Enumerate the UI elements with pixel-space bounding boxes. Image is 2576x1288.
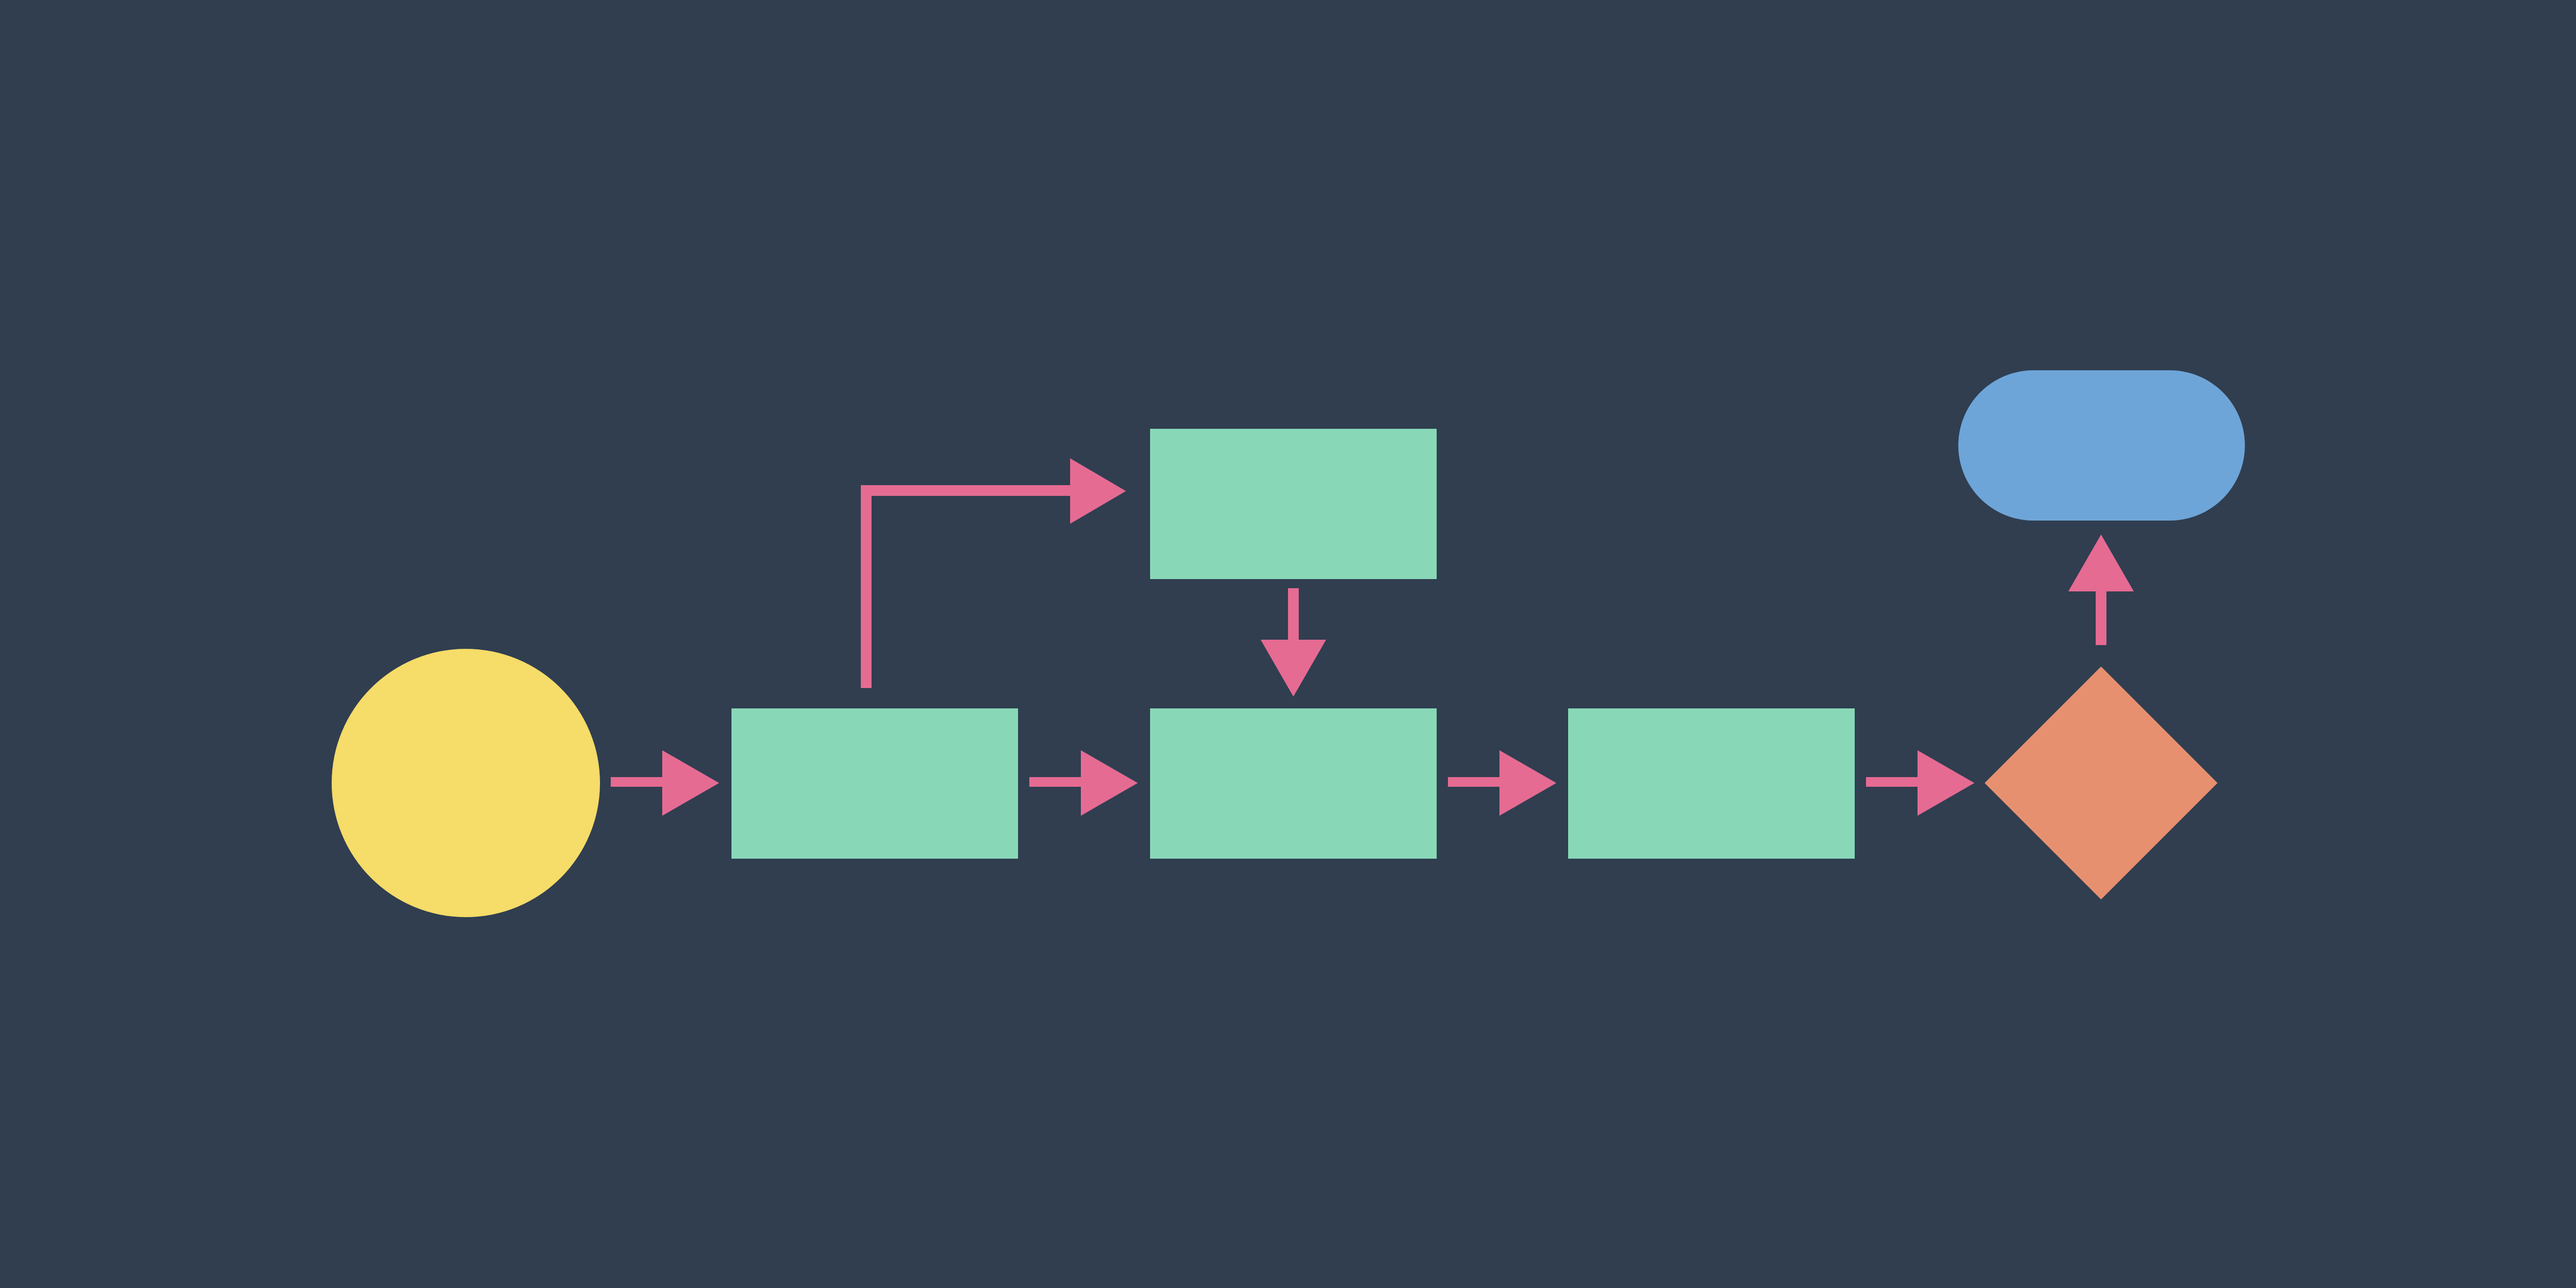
arrow-start-to-process-1	[611, 750, 719, 816]
process-node-2	[1150, 708, 1437, 859]
end-node	[1958, 370, 2245, 521]
arrow-process-3-to-decision	[1866, 750, 1974, 816]
arrow-process-1-to-process-2	[1029, 750, 1138, 816]
decision-node	[1985, 667, 2218, 899]
process-node-1	[731, 708, 1018, 859]
connectors	[611, 458, 2134, 816]
arrow-process-upper-to-process-2	[1261, 588, 1326, 697]
arrow-decision-to-end	[2068, 535, 2134, 645]
nodes	[332, 370, 2245, 917]
process-node-3	[1568, 708, 1855, 859]
arrow-process-2-to-process-3	[1448, 750, 1556, 816]
start-node	[332, 649, 600, 917]
process-node-upper	[1150, 429, 1437, 579]
arrow-process-1-to-process-upper	[861, 458, 1126, 688]
